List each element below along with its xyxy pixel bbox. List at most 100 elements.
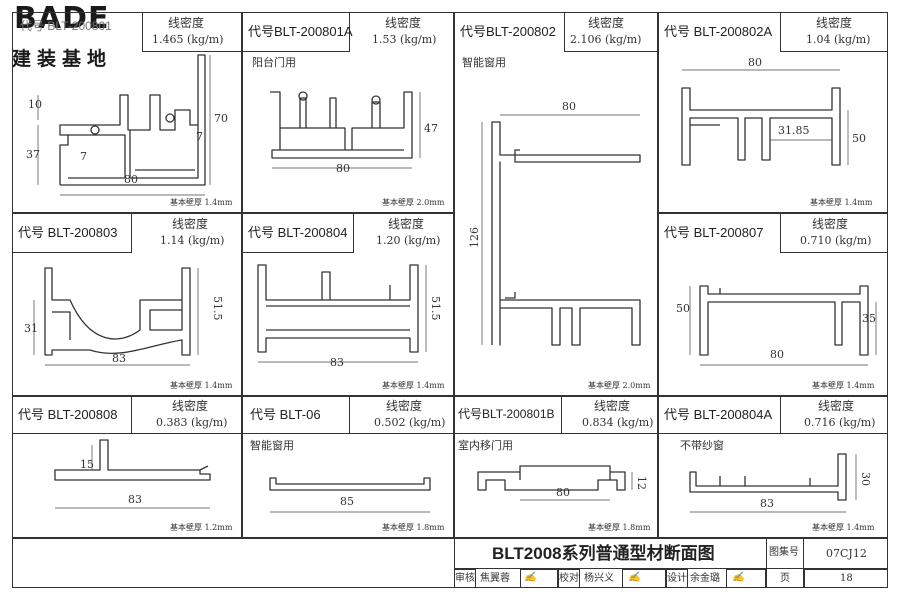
density-value: 2.106 (kg/m) xyxy=(570,33,642,46)
wall-thickness: 基本壁厚 1.4mm xyxy=(170,381,233,390)
profile-code: 代号BLT-200801B xyxy=(458,407,555,421)
panel-blt-200807-density-box xyxy=(780,213,888,253)
dim-label: 10 xyxy=(28,98,42,111)
design-signature-cell xyxy=(726,569,766,588)
dim-label: 80 xyxy=(124,173,138,186)
profile-section-blt-200804 xyxy=(257,264,427,363)
wall-thickness: 基本壁厚 1.4mm xyxy=(170,198,233,207)
panel-blt-200801b-code-box xyxy=(454,396,562,434)
dim-label: 51.5 xyxy=(429,296,442,321)
dim-label: 51.5 xyxy=(211,296,224,321)
panel-blt-200802a-density-box xyxy=(780,12,888,52)
profile-section-blt-200808 xyxy=(54,439,211,509)
density-label: 线密度 xyxy=(816,16,853,30)
density-value: 1.04 (kg/m) xyxy=(806,33,871,46)
profile-code: 代号BLT-200801A xyxy=(248,24,353,39)
wall-thickness: 基本壁厚 1.2mm xyxy=(170,523,233,532)
profile-outline xyxy=(491,121,641,346)
dim-label: 80 xyxy=(770,348,784,361)
dim-label: 7 xyxy=(196,130,203,143)
panel-blt-200801a-code-box xyxy=(242,12,350,52)
dim-label: 80 xyxy=(748,56,762,69)
density-label: 线密度 xyxy=(818,399,855,413)
profile-usage: 不带纱窗 xyxy=(680,439,724,452)
panel-blt-200802 xyxy=(454,12,658,396)
dim-label: 47 xyxy=(424,122,438,135)
wall-thickness: 基本壁厚 2.0mm xyxy=(588,381,651,390)
page-number: 18 xyxy=(840,573,853,584)
density-label: 线密度 xyxy=(594,399,631,413)
profile-outline xyxy=(681,87,841,166)
profile-usage: 室内移门用 xyxy=(458,439,513,452)
dim-label: 50 xyxy=(676,302,690,315)
profile-usage: 阳台门用 xyxy=(252,56,296,69)
profile-bead xyxy=(90,125,100,135)
design-label-cell xyxy=(666,569,688,588)
profile-code: 代号 BLT-200808 xyxy=(18,407,118,422)
density-label: 线密度 xyxy=(388,217,425,231)
density-value: 0.710 (kg/m) xyxy=(800,234,872,247)
dim-label: 126 xyxy=(468,227,481,248)
profile-code: 代号 BLT-200801 xyxy=(20,19,112,33)
dim-label: 31 xyxy=(24,322,38,335)
density-label: 线密度 xyxy=(168,16,205,30)
wall-thickness: 基本壁厚 1.4mm xyxy=(810,198,873,207)
check-label: 校对 xyxy=(559,573,579,584)
panel-blt-200807 xyxy=(658,213,888,396)
sheet-title: BLT2008系列普通型材断面图 xyxy=(492,544,715,563)
review-label: 审核 xyxy=(455,573,475,584)
review-name: 焦翼蓉 xyxy=(480,573,510,584)
profile-outline xyxy=(270,91,413,159)
profile-section-blt-200801a xyxy=(270,91,421,169)
density-value: 1.14 (kg/m) xyxy=(160,234,225,247)
profile-code: 代号 BLT-200803 xyxy=(18,225,118,240)
wall-thickness: 基本壁厚 1.8mm xyxy=(588,523,651,532)
profile-bead xyxy=(371,95,381,105)
review-label-cell xyxy=(454,569,476,588)
wall-thickness: 基本壁厚 2.0mm xyxy=(382,198,445,207)
dim-label: 31.85 xyxy=(778,124,810,137)
density-value: 0.716 (kg/m) xyxy=(804,416,876,429)
profile-usage: 智能窗用 xyxy=(462,56,506,69)
wall-thickness: 基本壁厚 1.4mm xyxy=(812,523,875,532)
profile-outline xyxy=(257,264,419,353)
check-signature-cell xyxy=(622,569,666,588)
profile-code: 代号 BLT-200804A xyxy=(664,407,773,422)
profile-bead xyxy=(298,91,308,101)
profile-section-blt-200804a xyxy=(689,453,857,513)
dim-label: 80 xyxy=(562,100,576,113)
dim-label: 30 xyxy=(859,472,872,486)
profile-section-blt-200802 xyxy=(481,114,641,346)
density-label: 线密度 xyxy=(386,399,423,413)
profile-outline xyxy=(54,439,211,481)
wall-thickness: 基本壁厚 1.4mm xyxy=(382,381,445,390)
panel-blt-200808-code-box xyxy=(12,396,132,434)
profile-outline xyxy=(699,285,869,356)
panel-blt-200802a xyxy=(658,12,888,213)
density-label: 线密度 xyxy=(172,217,209,231)
dim-label: 80 xyxy=(336,162,350,175)
density-value: 1.465 (kg/m) xyxy=(152,33,224,46)
dim-label: 83 xyxy=(128,493,142,506)
profile-section-blt-200801 xyxy=(37,54,211,196)
panel-blt-200801-density-box xyxy=(142,12,242,52)
density-value: 1.20 (kg/m) xyxy=(376,234,441,247)
density-value: 0.383 (kg/m) xyxy=(156,416,228,429)
profile-usage: 智能窗用 xyxy=(250,439,294,452)
profile-code: 代号 BLT-200804 xyxy=(248,225,348,240)
dim-label: 85 xyxy=(340,495,354,508)
dim-label: 80 xyxy=(556,486,570,499)
panel-blt-200802-density-box xyxy=(564,12,658,52)
density-label: 线密度 xyxy=(588,16,625,30)
profile-section-blt-200802a xyxy=(681,69,849,166)
check-signature: ✍ xyxy=(628,572,641,583)
profile-section-blt-200807 xyxy=(689,285,877,366)
profile-outline xyxy=(44,267,191,356)
panel-blt-200804-code-box xyxy=(242,213,354,253)
page-label: 页 xyxy=(780,573,790,584)
dim-label: 83 xyxy=(760,497,774,510)
dim-label: 35 xyxy=(862,312,876,325)
dim-label: 83 xyxy=(112,352,126,365)
